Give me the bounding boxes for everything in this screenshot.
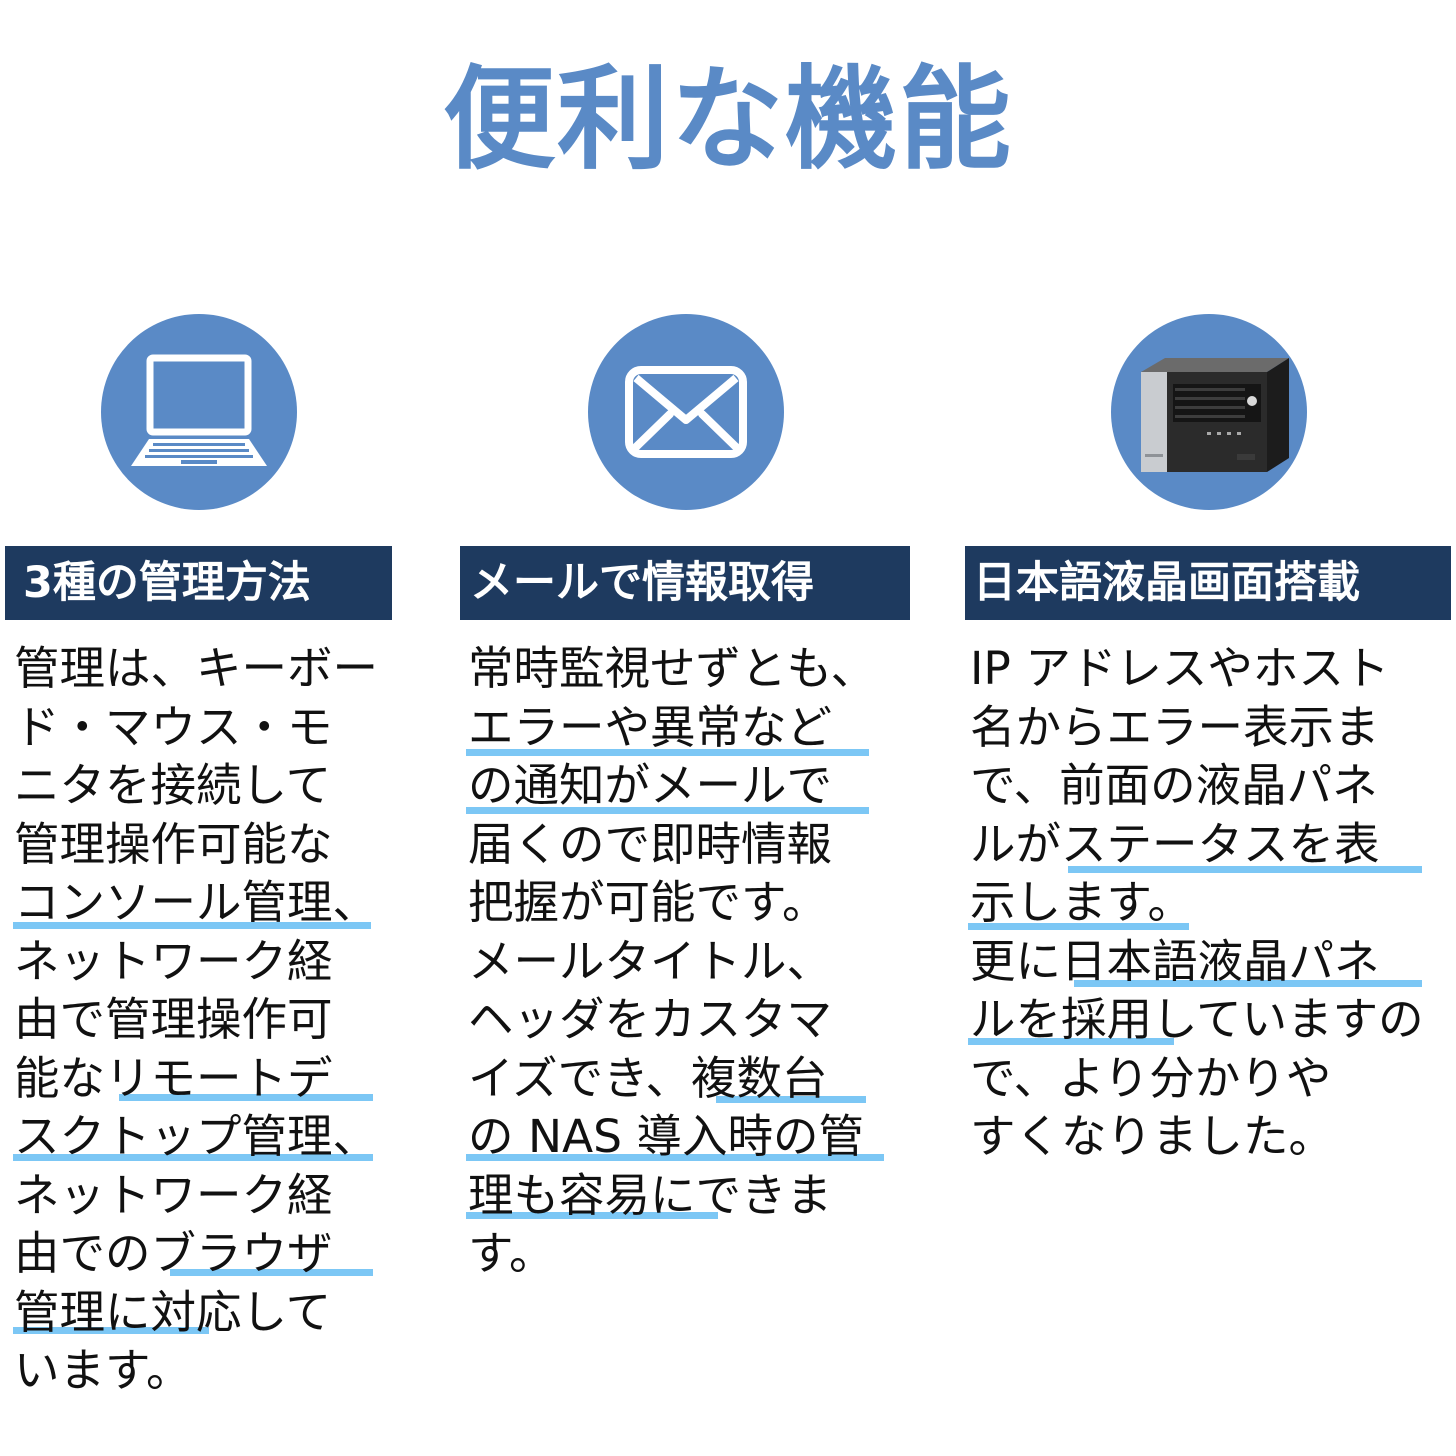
feature-1-highlight-3 bbox=[13, 1154, 373, 1161]
feature-1-body-line: スクトップ管理、 bbox=[14, 1110, 379, 1163]
feature-1-body-line: 管理は、キーボー bbox=[14, 642, 379, 695]
feature-1-body-line: コンソール管理、 bbox=[14, 876, 379, 929]
feature-1-body-line: ネットワーク経 bbox=[14, 1168, 333, 1222]
nas-device-icon bbox=[1141, 358, 1289, 472]
feature-1-highlight-5 bbox=[13, 1327, 209, 1334]
feature-2-body-line: 理も容易にできま bbox=[468, 1168, 833, 1222]
feature-2-highlight-5 bbox=[466, 1212, 718, 1219]
feature-2-heading: メールで情報取得 bbox=[460, 546, 910, 620]
feature-2-body-line: ヘッダをカスタマ bbox=[468, 993, 833, 1046]
feature-2-body-line: イズでき、複数台 bbox=[468, 1051, 828, 1105]
feature-1-body-line: 管理操作可能な bbox=[14, 817, 333, 871]
envelope-icon bbox=[625, 366, 747, 458]
feature-3-body-line: 示します。 bbox=[970, 876, 1193, 929]
feature-3-highlight-3 bbox=[1074, 980, 1422, 987]
feature-1-body-line: います。 bbox=[14, 1344, 192, 1397]
feature-2-body-line: 把握が可能です。 bbox=[468, 876, 828, 929]
feature-1-body-line: 由で管理操作可 bbox=[14, 993, 333, 1046]
feature-1-body-line: 能なリモートデ bbox=[14, 1051, 333, 1105]
feature-2-highlight-3 bbox=[716, 1096, 866, 1103]
feature-2-highlight-4 bbox=[466, 1154, 884, 1161]
feature-1-highlight-2 bbox=[119, 1094, 373, 1101]
feature-3-body-line: IP アドレスやホスト bbox=[970, 642, 1390, 695]
feature-2-highlight-1 bbox=[466, 749, 869, 756]
feature-3-heading: 日本語液晶画面搭載 bbox=[965, 546, 1451, 620]
feature-2-body-line: の NAS 導入時の管 bbox=[468, 1110, 864, 1163]
feature-1-body: 管理は、キーボード・マウス・モニタを接続して管理操作可能なコンソール管理、ネット… bbox=[14, 640, 378, 1401]
feature-2-icon-circle bbox=[588, 314, 784, 510]
feature-1-body-line: 由でのブラウザ bbox=[14, 1227, 333, 1280]
feature-1-body-line: ニタを接続して bbox=[14, 759, 332, 812]
feature-2-body-line: エラーや異常など bbox=[468, 700, 833, 754]
feature-2-body-line: の通知がメールで bbox=[468, 759, 833, 812]
feature-1-highlight-4 bbox=[170, 1269, 373, 1276]
feature-2-body-line: す。 bbox=[468, 1227, 555, 1280]
feature-2-highlight-2 bbox=[466, 807, 869, 814]
feature-2-body: 常時監視せずとも、エラーや異常などの通知がメールで届くので即時情報把握が可能です… bbox=[468, 640, 876, 1284]
feature-3-body-line: ルがステータスを表 bbox=[970, 817, 1380, 871]
feature-1-body-line: ド・マウス・モ bbox=[14, 700, 333, 754]
feature-3-highlight-4 bbox=[968, 1038, 1174, 1045]
feature-3-body-line: で、前面の液晶パネ bbox=[970, 759, 1378, 812]
feature-3-body-line: で、より分かりや bbox=[970, 1051, 1332, 1105]
laptop-icon bbox=[131, 354, 267, 466]
feature-3-highlight-2 bbox=[968, 923, 1189, 930]
feature-2-body-line: 届くので即時情報 bbox=[468, 817, 833, 871]
feature-2-body-line: 常時監視せずとも、 bbox=[468, 642, 877, 695]
feature-3-highlight-1 bbox=[1068, 866, 1422, 873]
feature-1-heading: 3種の管理方法 bbox=[5, 546, 392, 620]
feature-1-body-line: 管理に対応して bbox=[14, 1285, 332, 1339]
feature-3-body-line: 更に日本語液晶パネ bbox=[970, 934, 1380, 988]
feature-3-body-line: 名からエラー表示ま bbox=[970, 700, 1380, 754]
feature-3-icon-circle bbox=[1111, 314, 1307, 510]
feature-3-body: IP アドレスやホスト名からエラー表示まで、前面の液晶パネルがステータスを表示し… bbox=[970, 640, 1424, 1167]
feature-2-body-line: メールタイトル、 bbox=[468, 934, 833, 988]
feature-3-body-line: ルを採用していますの bbox=[970, 993, 1424, 1046]
feature-1-body-line: ネットワーク経 bbox=[14, 934, 333, 988]
page-title: 便利な機能 bbox=[443, 55, 1013, 185]
feature-3-body-line: すくなりました。 bbox=[970, 1110, 1335, 1163]
feature-1-highlight-1 bbox=[13, 922, 371, 929]
feature-1-icon-circle bbox=[101, 314, 297, 510]
